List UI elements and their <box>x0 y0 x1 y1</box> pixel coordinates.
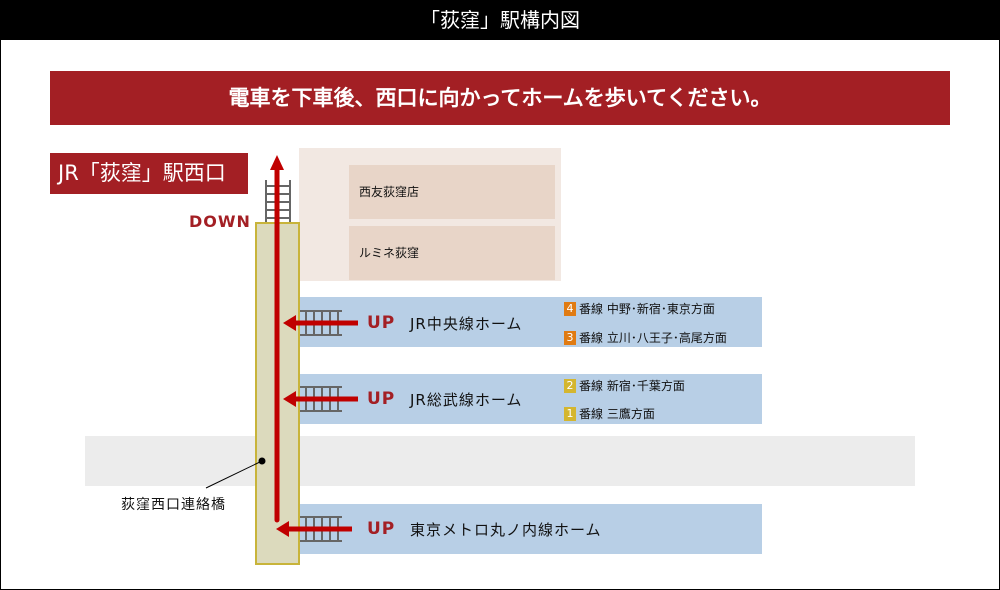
track-text: 番線 中野･新宿･東京方面 <box>579 302 715 316</box>
exit-label: JR「荻窪」駅西口 <box>50 153 248 194</box>
track-text: 番線 立川･八王子･高尾方面 <box>579 331 727 345</box>
instruction-banner: 電車を下車後、西口に向かってホームを歩いてください。 <box>50 71 950 125</box>
bridge-label: 荻窪西口連絡橋 <box>121 497 226 513</box>
platform-name: JR中央線ホーム <box>410 315 523 333</box>
track-number: 3 <box>564 330 576 345</box>
up-label: UP <box>367 313 396 333</box>
arrow-left-icon <box>283 391 296 407</box>
track-number: 2 <box>564 378 576 393</box>
arrow-left-icon <box>276 521 289 537</box>
down-label: DOWN <box>189 212 251 231</box>
platform-chuo <box>299 297 762 347</box>
track-number: 4 <box>564 301 576 316</box>
callout-line <box>205 460 263 489</box>
track-text: 番線 新宿･千葉方面 <box>579 379 685 393</box>
up-label: UP <box>367 519 396 539</box>
up-label: UP <box>367 389 396 409</box>
shop-seiyu: 西友荻窪店 <box>349 165 555 219</box>
page-title: 「荻窪」駅構内図 <box>0 0 1000 40</box>
arrow-up-icon <box>270 155 284 170</box>
track-text: 番線 三鷹方面 <box>579 407 655 421</box>
track-number: 1 <box>564 406 576 421</box>
platform-name: 東京メトロ丸ノ内線ホーム <box>410 521 602 539</box>
platform-name: JR総武線ホーム <box>410 391 523 409</box>
platform-sobu <box>299 374 762 424</box>
street-band <box>85 436 915 486</box>
arrow-left-icon <box>283 315 296 331</box>
shop-lumine: ルミネ荻窪 <box>349 226 555 280</box>
platform-marunouchi <box>299 504 762 554</box>
